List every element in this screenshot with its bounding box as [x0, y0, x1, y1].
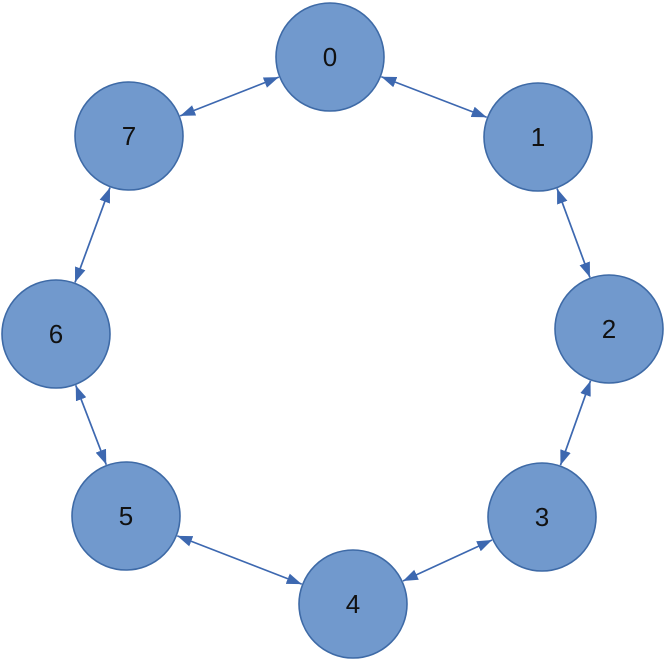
edge-arrow-3-4 — [402, 539, 493, 582]
node-circle-7 — [74, 81, 184, 191]
edge-arrow-2-3 — [559, 380, 592, 466]
graph-node-4: 4 — [298, 549, 408, 659]
graph-node-3: 3 — [487, 462, 597, 572]
graph-node-1: 1 — [483, 82, 593, 192]
node-label-2: 2 — [602, 314, 616, 344]
edge-arrow-1-2 — [556, 188, 591, 278]
graph-node-7: 7 — [74, 81, 184, 191]
graph-node-0: 0 — [275, 2, 385, 112]
node-label-5: 5 — [119, 501, 133, 531]
graph-node-6: 6 — [1, 279, 111, 389]
node-label-0: 0 — [323, 42, 337, 72]
node-circle-4 — [298, 549, 408, 659]
node-label-7: 7 — [122, 121, 136, 151]
node-circle-0 — [275, 2, 385, 112]
edge-arrow-7-0 — [179, 76, 280, 117]
node-circle-6 — [1, 279, 111, 389]
edge-arrow-0-1 — [381, 75, 487, 119]
edge-arrow-5-6 — [74, 385, 108, 465]
graph-node-5: 5 — [71, 461, 181, 571]
edge-arrow-4-5 — [176, 535, 303, 585]
node-circle-1 — [483, 82, 593, 192]
node-circle-2 — [554, 274, 664, 384]
node-label-6: 6 — [49, 319, 63, 349]
node-circle-5 — [71, 461, 181, 571]
graph-node-2: 2 — [554, 274, 664, 384]
node-circle-3 — [487, 462, 597, 572]
node-label-1: 1 — [531, 122, 545, 152]
node-label-3: 3 — [535, 502, 549, 532]
node-label-4: 4 — [346, 589, 360, 619]
edge-arrow-6-7 — [74, 187, 111, 283]
